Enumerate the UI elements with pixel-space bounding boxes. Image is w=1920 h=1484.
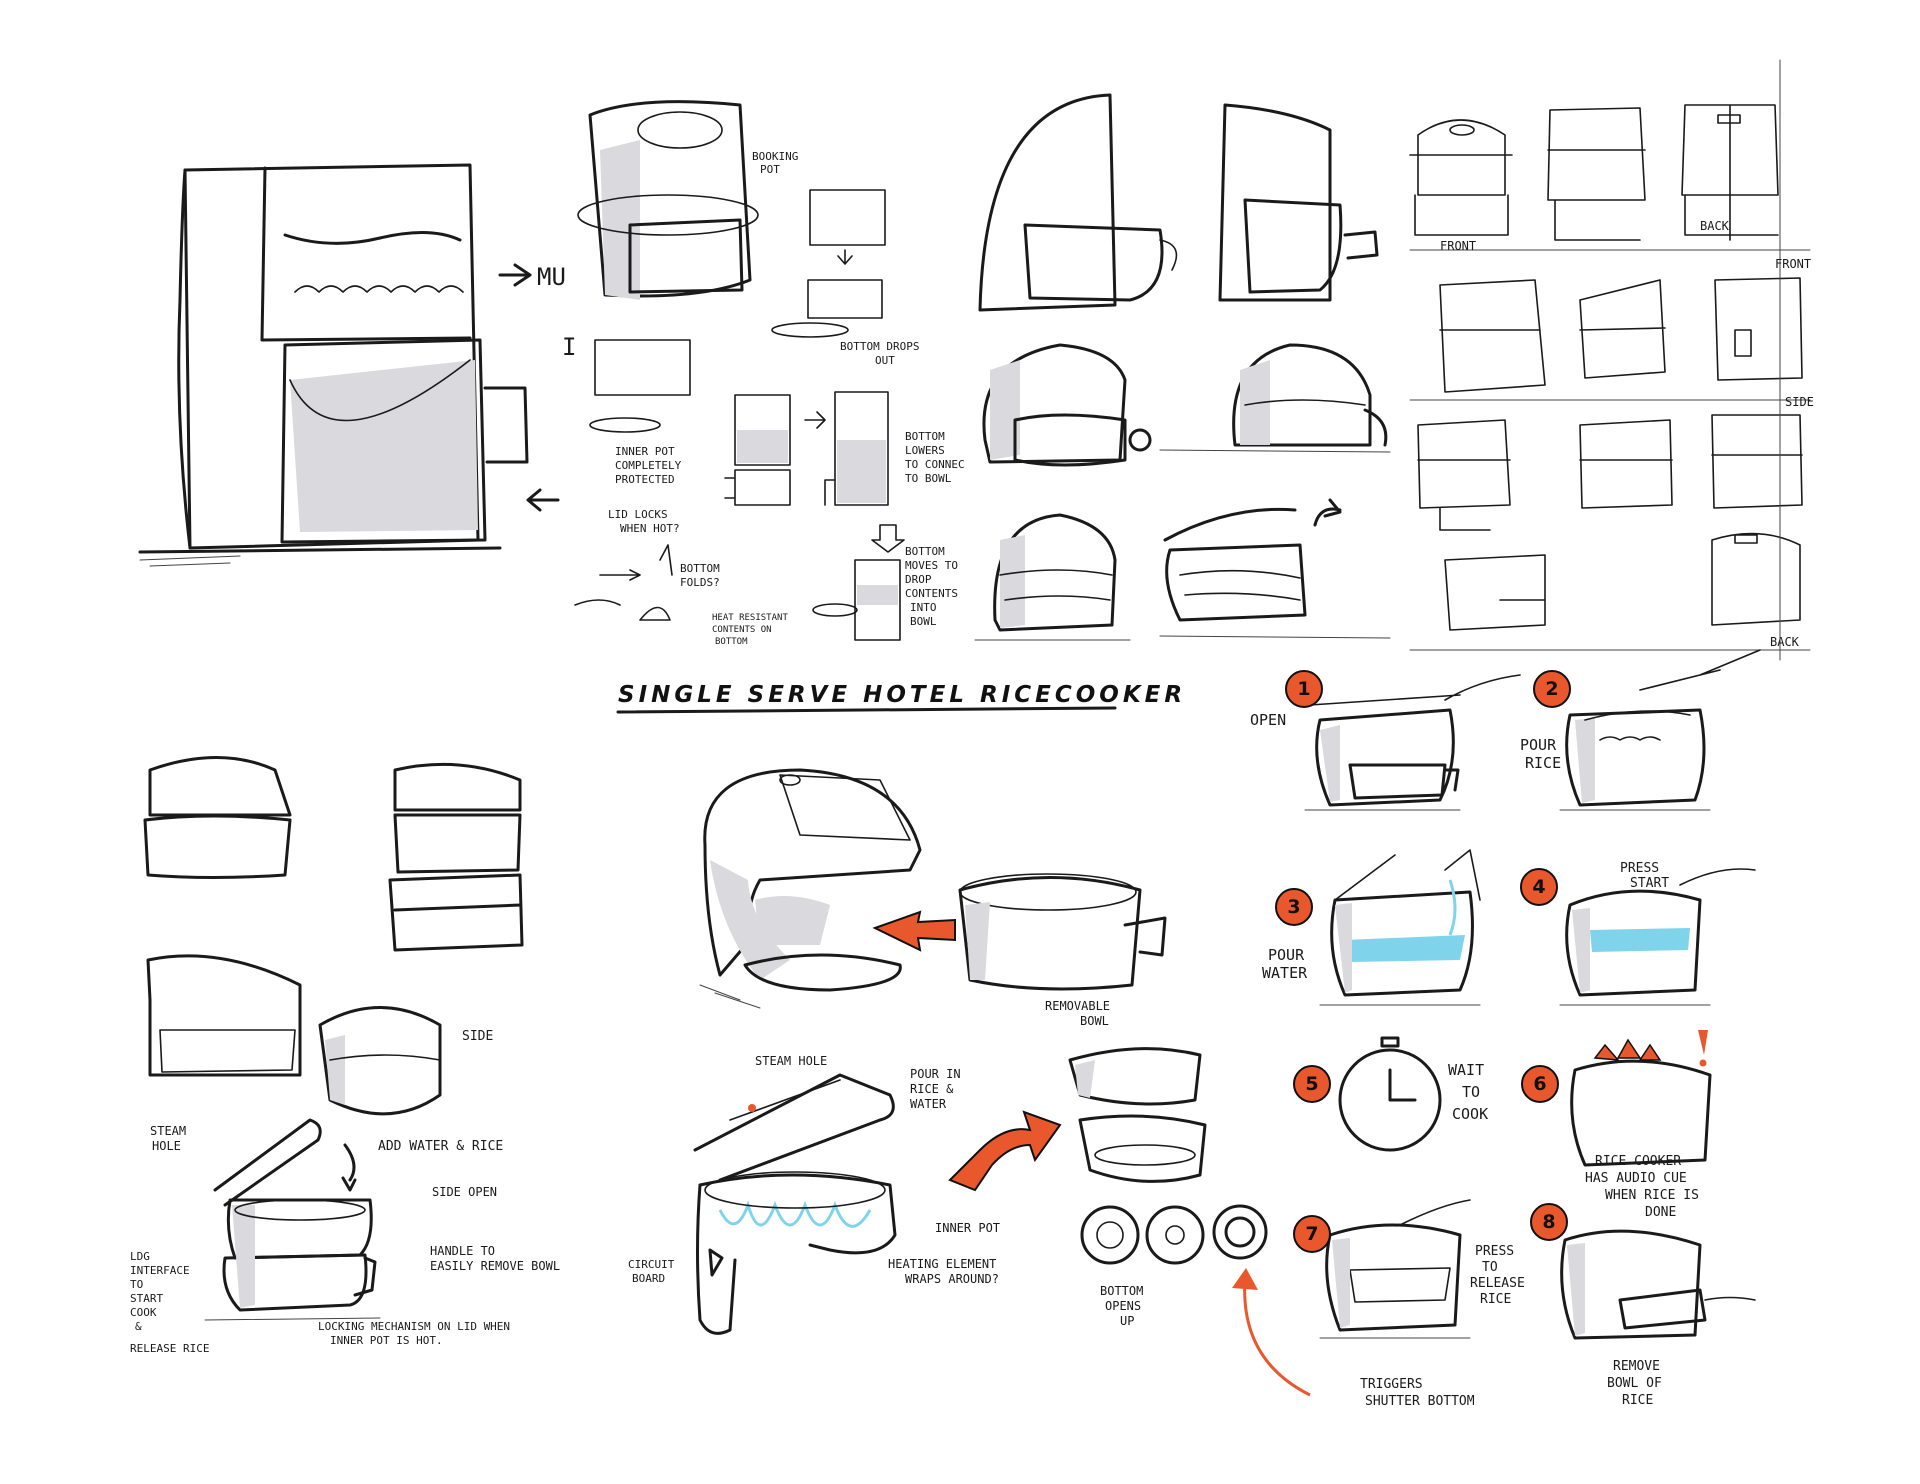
step-6-badge: 6 [1521, 1065, 1559, 1103]
view-labels-top-left: MU I [537, 263, 576, 361]
arrow-label-mu: MU [537, 263, 566, 291]
note-side-open: SIDE OPEN [432, 1185, 497, 1199]
sketch-view-grid [1409, 59, 1811, 661]
title-underline [616, 706, 1117, 714]
sketch-large-cooker [138, 163, 560, 567]
label-side: SIDE [1785, 395, 1814, 409]
step-4-badge: 4 [1520, 868, 1558, 906]
view-labels: FRONT BACK FRONT SIDE BACK [1440, 219, 1814, 649]
step-7-badge: 7 [1293, 1215, 1331, 1253]
arrow-red-curve [948, 1110, 1062, 1192]
note-steam-hole-center: STEAM HOLE [755, 1054, 827, 1068]
sketch-open-cooker [204, 1118, 381, 1321]
label-front-2: FRONT [1775, 257, 1811, 271]
arrow-red-left [872, 910, 956, 952]
note-booking-pot-l1: BOOKING [752, 150, 798, 163]
step-1-badge: 1 [1285, 670, 1323, 708]
step-8-badge: 8 [1530, 1203, 1568, 1241]
sketch-bottom-mechanism [574, 391, 905, 641]
arrow-label-i: I [562, 333, 576, 361]
label-back: BACK [1700, 219, 1730, 233]
sketch-cutaway-cooker [693, 1047, 1311, 1397]
step-5-badge: 5 [1293, 1065, 1331, 1103]
label-back-2: BACK [1770, 635, 1800, 649]
sketch-storyboard [1304, 649, 1761, 1340]
step-2-badge: 2 [1533, 670, 1571, 708]
step-3-badge: 3 [1275, 888, 1313, 926]
note-inner-pot-center: INNER POT [935, 1221, 1000, 1235]
sketch-hero-cooker [699, 768, 1167, 1009]
note-side: SIDE [462, 1029, 493, 1044]
sheet-title: SINGLE SERVE HOTEL RICECOOKER [618, 682, 1187, 708]
sketch-form-studies [143, 756, 524, 1116]
note-booking-pot-l2: POT [760, 163, 780, 176]
step-1-label: OPEN [1250, 711, 1286, 729]
note-add-water: ADD WATER & RICE [378, 1139, 503, 1154]
sketch-dome-cookers [974, 93, 1391, 641]
label-front: FRONT [1440, 239, 1476, 253]
sketch-booking-pot [577, 100, 886, 433]
